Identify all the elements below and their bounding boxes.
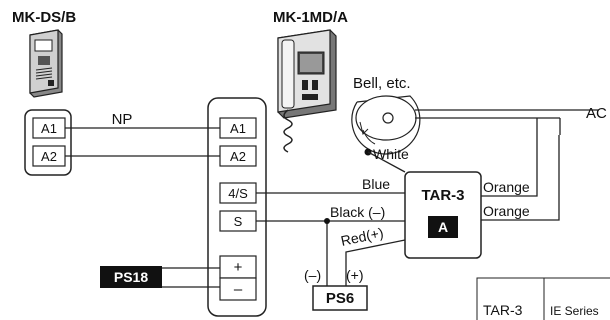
monitor-terminal-a2-label: A2 xyxy=(230,149,246,164)
tar3-box xyxy=(404,171,482,259)
white-wire-label: White xyxy=(373,146,409,162)
bell-label: Bell, etc. xyxy=(353,75,411,92)
orange-wires xyxy=(481,118,560,221)
monitor-terminal-a1-label: A1 xyxy=(230,121,246,136)
white-wire xyxy=(367,151,406,173)
tar3-badge: A xyxy=(438,219,448,235)
np-wires xyxy=(65,127,220,157)
door-terminal-a1-label: A1 xyxy=(41,121,57,136)
monitor-terminal-4s-label: 4/S xyxy=(228,186,248,201)
door-terminal-a2-label: A2 xyxy=(41,149,57,164)
ps18-wires xyxy=(162,267,220,288)
model-table xyxy=(476,277,610,320)
table-cell-ie-series: IE Series xyxy=(550,304,599,318)
monitor-icon xyxy=(277,29,337,153)
door-station-title: MK-DS/B xyxy=(12,9,76,26)
ps18-box xyxy=(100,266,162,288)
tar3-label: TAR-3 xyxy=(421,187,464,204)
ac-wires xyxy=(415,109,598,135)
blue-wire-label: Blue xyxy=(362,176,390,192)
ps18-label: PS18 xyxy=(114,269,148,285)
black-wire-label: Black (–) xyxy=(330,204,385,220)
monitor-terminal-minus xyxy=(219,277,257,301)
ps6-box xyxy=(312,285,368,311)
tar3-badge-box xyxy=(428,216,458,238)
ps6-minus-label: (–) xyxy=(304,267,321,283)
red-wire xyxy=(345,239,406,286)
door-station-icon xyxy=(29,29,63,98)
monitor-terminal-minus-label: – xyxy=(234,281,243,298)
orange-wire-label-2: Orange xyxy=(483,203,530,219)
monitor-title: MK-1MD/A xyxy=(273,9,348,26)
ps6-plus-label: (+) xyxy=(346,267,364,283)
np-wire-label: NP xyxy=(112,111,133,128)
orange-wire-label-1: Orange xyxy=(483,179,530,195)
ps6-label: PS6 xyxy=(326,290,354,307)
monitor-terminal-plus-label: + xyxy=(234,259,243,276)
monitor-terminal-s-label: S xyxy=(234,214,243,229)
table-cell-tar3: TAR-3 xyxy=(483,302,523,318)
ac-label: AC xyxy=(586,105,607,122)
black-wire-junction xyxy=(324,218,330,224)
